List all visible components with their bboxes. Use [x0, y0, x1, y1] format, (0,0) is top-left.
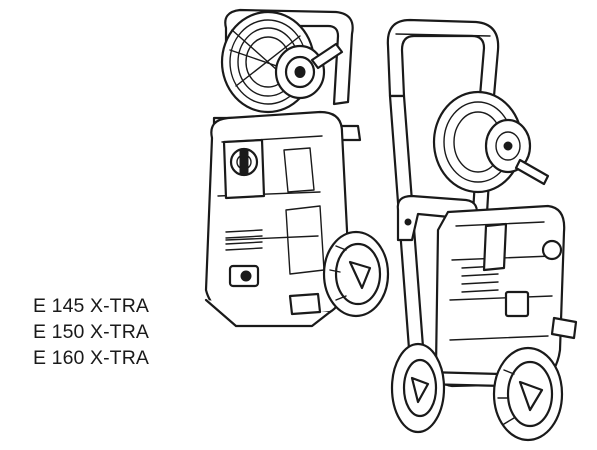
model-list: E 145 X-TRA E 150 X-TRA E 160 X-TRA [33, 293, 149, 371]
pressure-washer-front-view [204, 8, 390, 328]
model-name: E 145 X-TRA [33, 295, 149, 317]
pressure-washer-back-view [386, 18, 578, 442]
model-name: E 150 X-TRA [33, 321, 149, 343]
model-name: E 160 X-TRA [33, 347, 149, 369]
